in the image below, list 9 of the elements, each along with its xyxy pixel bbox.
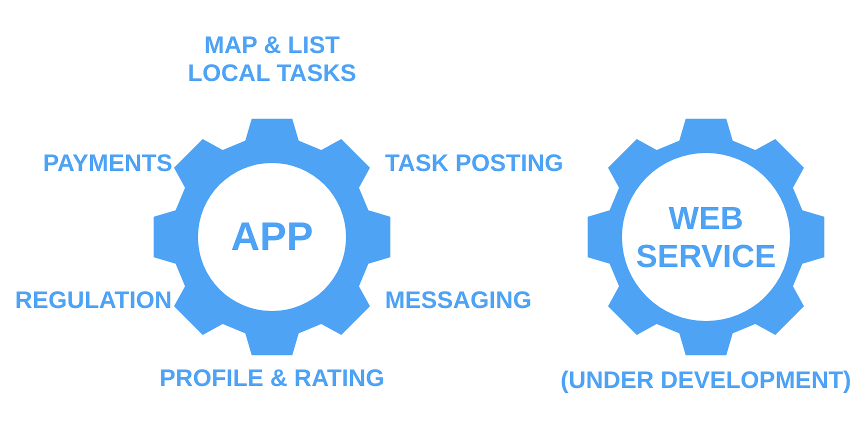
feature-label: MAP & LIST LOCAL TASKS xyxy=(187,32,357,88)
status-caption: (UNDER DEVELOPMENT) xyxy=(560,367,852,395)
feature-label: PAYMENTS xyxy=(43,150,172,178)
gear-label: APP xyxy=(230,214,314,260)
feature-label: MESSAGING xyxy=(385,287,532,315)
feature-label: REGULATION xyxy=(15,287,172,315)
feature-label: PROFILE & RATING xyxy=(160,365,384,393)
gear-label: WEB SERVICE xyxy=(635,199,777,275)
feature-label: TASK POSTING xyxy=(385,150,564,178)
